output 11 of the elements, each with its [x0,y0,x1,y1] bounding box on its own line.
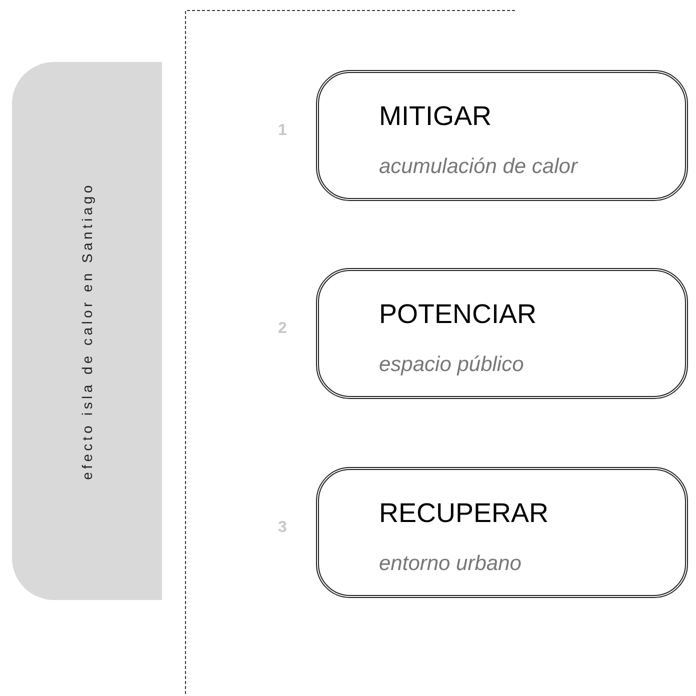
rounded-box [316,70,688,201]
box-subtitle: acumulación de calor [379,155,578,179]
box-subtitle: espacio público [379,353,524,377]
box-subtitle: entorno urbano [379,552,522,576]
rounded-box [316,268,688,399]
box-heading: MITIGAR [379,101,492,132]
band-title: efecto isla de calor en Santiago [79,182,95,480]
box-heading: POTENCIAR [379,299,537,330]
box-heading: RECUPERAR [379,498,549,529]
side-band [12,62,162,600]
rounded-box [316,467,688,598]
